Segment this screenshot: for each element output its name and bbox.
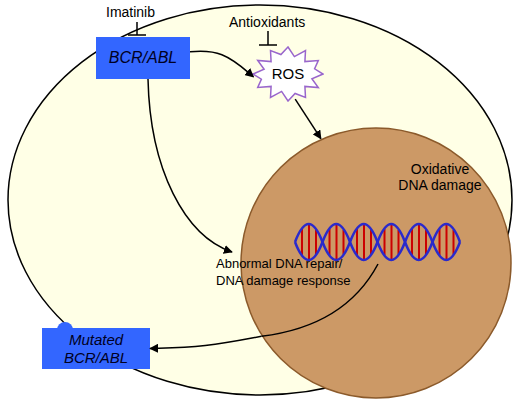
- node-text-holder: Oxidative DNA damage: [395, 161, 485, 193]
- ros-burst: ROS: [252, 46, 324, 102]
- node-label: Oxidative DNA damage: [395, 161, 485, 193]
- pathway-arrow: [148, 79, 232, 252]
- pathway-line: [261, 264, 378, 336]
- burst-outline: [253, 47, 323, 101]
- node-text-holder: Mutated BCR/ABL: [48, 331, 144, 366]
- pathway-arrow: [150, 336, 261, 348]
- mutation-bump: [57, 322, 73, 330]
- base-pairs: [302, 224, 454, 260]
- protein-box: BCR/ABL: [96, 37, 190, 79]
- dna-strand: [295, 224, 460, 260]
- node-text-holder: BCR/ABL: [109, 49, 177, 67]
- drug-label: Antioxidants: [229, 13, 329, 31]
- node-label: Mutated BCR/ABL: [48, 331, 144, 366]
- node-text-holder: ROS: [272, 65, 305, 82]
- pathway-arrow: [295, 99, 321, 138]
- node-label: BCR/ABL: [109, 49, 177, 67]
- drug-label: Imatinib: [106, 3, 186, 21]
- mutated-protein-box: Mutated BCR/ABL: [42, 328, 150, 369]
- inhibition-bar: [128, 22, 146, 35]
- process-label: Abnormal DNA repair/ DNA damage response: [216, 256, 366, 290]
- pathway-arrow: [190, 51, 253, 77]
- dna-strand: [295, 224, 460, 260]
- inhibition-bar: [259, 31, 277, 45]
- node-label: ROS: [272, 65, 305, 82]
